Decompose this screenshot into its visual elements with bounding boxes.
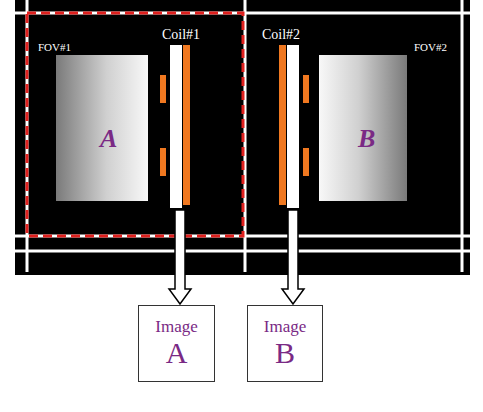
phantom-image-b: [319, 55, 407, 201]
fov-outline: [27, 13, 243, 236]
hollow-arrow: [282, 210, 304, 304]
box-heading: Image: [264, 318, 306, 337]
grid-lines: [15, 0, 470, 272]
image-box: ImageA: [138, 305, 215, 382]
coil-label: Coil#2: [262, 28, 300, 42]
box-letter: A: [166, 336, 188, 369]
phantom-image-a: [56, 55, 148, 201]
image-letter: B: [358, 126, 375, 152]
fov-label: FOV#1: [38, 42, 71, 53]
hollow-arrow: [169, 210, 191, 304]
fov-label: FOV#2: [414, 42, 447, 53]
box-letter: B: [275, 336, 295, 369]
image-box: ImageB: [247, 305, 323, 382]
coil-2: [279, 45, 309, 208]
image-letter: A: [100, 126, 117, 152]
coil-1: [160, 45, 190, 208]
box-heading: Image: [155, 318, 197, 337]
black-panel: [15, 0, 470, 275]
coil-label: Coil#1: [162, 28, 200, 42]
